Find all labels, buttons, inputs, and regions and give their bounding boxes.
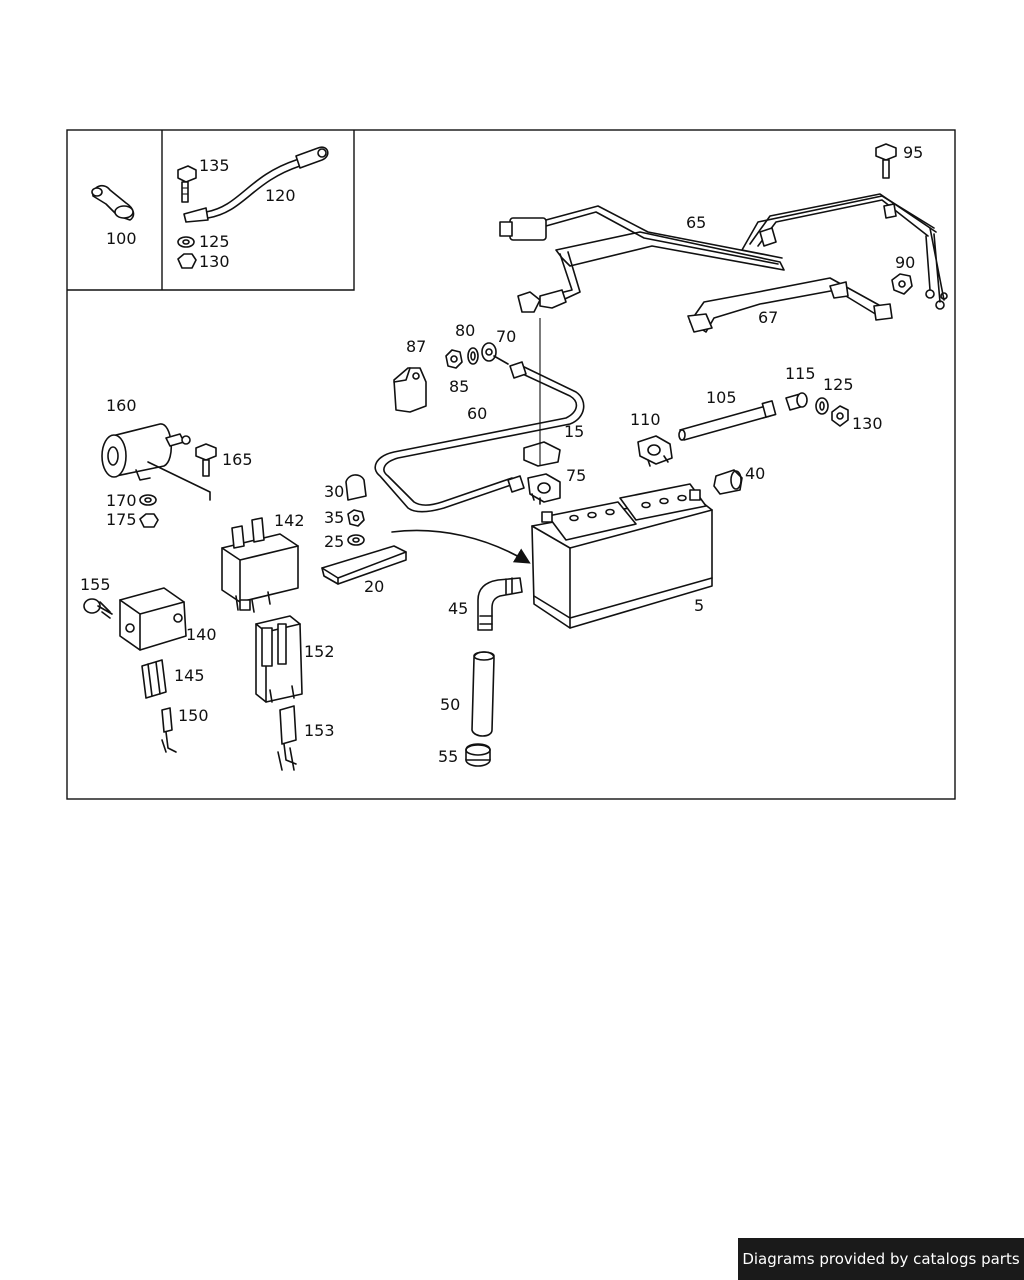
callout-150: 150 (178, 706, 209, 725)
part-60-battery-cable (374, 361, 585, 513)
part-15-clip (523, 441, 561, 467)
callout-153: 153 (304, 721, 335, 740)
callout-45: 45 (448, 599, 468, 618)
part-170-washer (139, 494, 157, 506)
flow-arrow (391, 529, 531, 564)
callout-165: 165 (222, 450, 253, 469)
callout-110: 110 (630, 410, 661, 429)
diagram-frame (66, 129, 956, 800)
part-45-vent-elbow (477, 577, 523, 631)
part-30-cap (345, 474, 367, 501)
callout-95: 95 (903, 143, 923, 162)
callout-105: 105 (706, 388, 737, 407)
callout-135: 135 (199, 156, 230, 175)
callout-70: 70 (496, 327, 516, 346)
part-35-nut (347, 509, 365, 527)
part-155-screw (83, 598, 113, 619)
part-153-terminal (277, 705, 297, 771)
part-175-nut (139, 513, 159, 528)
part-70-terminal (481, 342, 509, 365)
callout-90: 90 (895, 253, 915, 272)
part-125-washer (177, 236, 195, 248)
part-67-cable-strap (687, 277, 893, 333)
callout-100: 100 (106, 229, 137, 248)
callout-152: 152 (304, 642, 335, 661)
part-100-elbow (91, 184, 135, 221)
callout-87: 87 (406, 337, 426, 356)
callout-115: 115 (785, 364, 816, 383)
part-130-nut-b (831, 405, 849, 427)
part-25-washer (347, 534, 365, 546)
part-75-terminal-clamp (527, 473, 561, 505)
part-140-relay (119, 587, 187, 651)
part-130-nut (177, 253, 197, 269)
part-20-tray (321, 545, 407, 585)
callout-30: 30 (324, 482, 344, 501)
callout-5: 5 (694, 596, 704, 615)
callout-80: 80 (455, 321, 475, 340)
part-160-solenoid (101, 423, 211, 501)
part-142-relay (221, 517, 299, 613)
part-80-nut (445, 349, 463, 369)
part-110-terminal-clamp (637, 435, 673, 467)
part-5-battery (531, 483, 713, 629)
callout-125: 125 (823, 375, 854, 394)
part-90-nut (891, 273, 913, 295)
callout-15: 15 (564, 422, 584, 441)
part-50-hose (471, 651, 495, 737)
part-85-washer (467, 347, 479, 365)
callout-145: 145 (174, 666, 205, 685)
callout-142: 142 (274, 511, 305, 530)
part-40-cap (713, 469, 743, 495)
callout-20: 20 (364, 577, 384, 596)
callout-140: 140 (186, 625, 217, 644)
callout-40: 40 (745, 464, 765, 483)
callout-125-inset: 125 (199, 232, 230, 251)
callout-170: 170 (106, 491, 137, 510)
part-105-rod (678, 400, 777, 441)
callout-120: 120 (265, 186, 296, 205)
callout-130-inset: 130 (199, 252, 230, 271)
callout-85: 85 (449, 377, 469, 396)
callout-35: 35 (324, 508, 344, 527)
callout-50: 50 (440, 695, 460, 714)
diagram-credit: Diagrams provided by catalogs parts (738, 1238, 1024, 1280)
callout-175: 175 (106, 510, 137, 529)
part-87-bracket (393, 367, 427, 413)
part-135-bolt (177, 165, 197, 203)
part-152-connector-housing (255, 615, 303, 703)
part-115-spacer (785, 392, 808, 411)
callout-65: 65 (686, 213, 706, 232)
part-55-grommet (465, 743, 491, 767)
callout-55: 55 (438, 747, 458, 766)
callout-67: 67 (758, 308, 778, 327)
callout-155: 155 (80, 575, 111, 594)
part-95-bolt (875, 143, 897, 179)
part-125-washer-b (815, 397, 829, 415)
part-150-terminal (161, 707, 177, 753)
callout-130: 130 (852, 414, 883, 433)
callout-25: 25 (324, 532, 344, 551)
callout-75: 75 (566, 466, 586, 485)
part-145-connector (141, 659, 167, 699)
part-120-ground-cable (183, 146, 329, 223)
part-65-wiring-harness (499, 193, 948, 466)
part-165-bolt (195, 443, 217, 477)
callout-60: 60 (467, 404, 487, 423)
callout-160: 160 (106, 396, 137, 415)
